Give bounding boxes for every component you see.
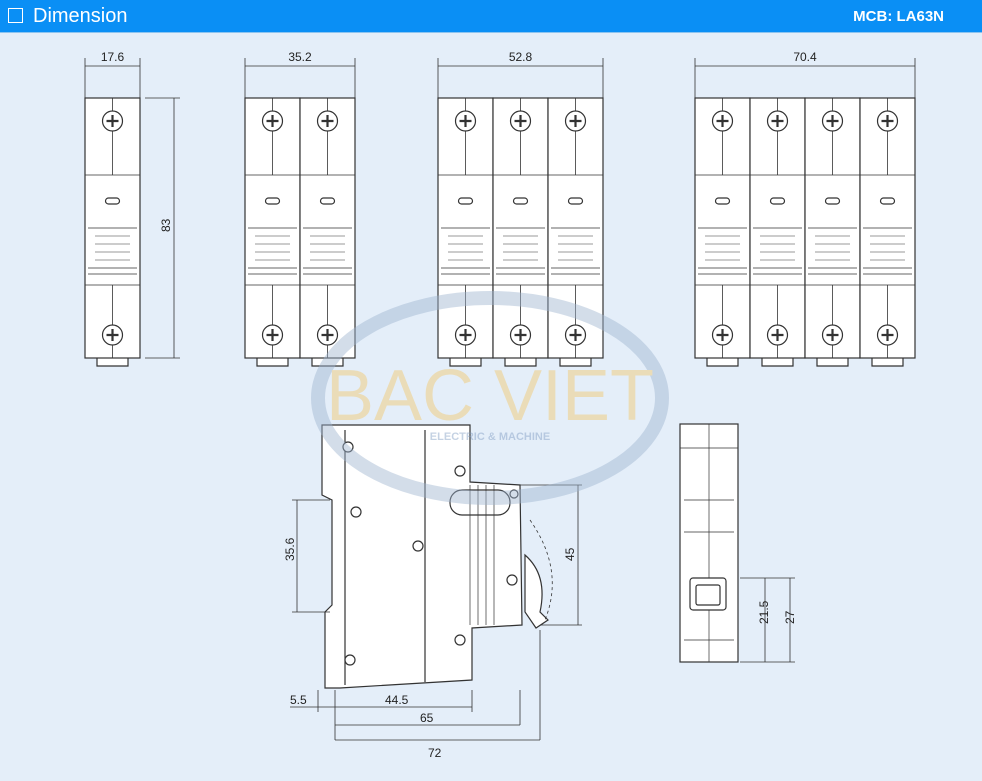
terminal-screw-icon	[821, 110, 844, 132]
width-dimension	[437, 58, 604, 98]
section-header: Dimension MCB: LA63N	[0, 0, 982, 33]
terminal-screw-icon	[766, 110, 789, 132]
width-dimension	[694, 58, 916, 98]
front-view-3-pole: 52.8	[437, 50, 604, 367]
pole	[694, 97, 751, 367]
front-view-2-pole: 35.2	[244, 50, 356, 367]
dim-depth1: 44.5	[385, 693, 409, 707]
width-label: 35.2	[288, 50, 312, 64]
pole	[492, 97, 549, 367]
width-dimension	[244, 58, 356, 98]
terminal-screw-icon	[509, 324, 532, 346]
terminal-screw-icon	[876, 110, 899, 132]
dim-toggle: 45	[563, 547, 577, 561]
terminal-screw-icon	[876, 324, 899, 346]
terminal-screw-icon	[101, 324, 124, 346]
model-label: MCB: LA63N	[853, 8, 944, 25]
pole	[299, 97, 356, 367]
watermark-brand: BAC VIET	[326, 356, 654, 436]
terminal-screw-icon	[564, 324, 587, 346]
pole	[244, 97, 301, 367]
dim-offset: 5.5	[290, 693, 307, 707]
dimension-drawing: 17.6 83 35.2 52.8 70.4 35.6 45 5.5 44.5 65 7…	[84, 50, 916, 760]
width-label: 52.8	[509, 50, 533, 64]
terminal-screw-icon	[821, 324, 844, 346]
watermark: BAC VIET ELECTRIC & MACHINE	[311, 291, 669, 505]
end-view: 21.5 27	[679, 423, 797, 663]
dim-depth3: 72	[428, 746, 442, 760]
section-title: Dimension	[33, 5, 128, 27]
watermark-tagline: ELECTRIC & MACHINE	[430, 431, 550, 443]
dim-inner: 21.5	[757, 600, 771, 624]
terminal-screw-icon	[261, 110, 284, 132]
dim-rail: 35.6	[283, 537, 297, 561]
side-view: 35.6 45 5.5 44.5 65 72	[283, 424, 582, 760]
terminal-screw-icon	[766, 324, 789, 346]
terminal-screw-icon	[454, 324, 477, 346]
terminal-screw-icon	[316, 110, 339, 132]
pole	[859, 97, 916, 367]
pole	[84, 97, 141, 367]
terminal-screw-icon	[316, 324, 339, 346]
width-dimension	[84, 58, 141, 98]
pole	[749, 97, 806, 367]
terminal-screw-icon	[509, 110, 532, 132]
height-label: 83	[159, 218, 173, 232]
front-views: 17.6 83 35.2 52.8 70.4	[84, 50, 916, 367]
terminal-screw-icon	[711, 324, 734, 346]
width-label: 70.4	[793, 50, 817, 64]
front-view-4-pole: 70.4	[694, 50, 916, 367]
terminal-screw-icon	[564, 110, 587, 132]
terminal-screw-icon	[454, 110, 477, 132]
terminal-screw-icon	[101, 110, 124, 132]
pole	[437, 97, 494, 367]
dim-depth2: 65	[420, 711, 434, 725]
checkbox-square-icon	[8, 8, 23, 23]
pole	[547, 97, 604, 367]
width-label: 17.6	[101, 50, 125, 64]
terminal-screw-icon	[711, 110, 734, 132]
pole	[804, 97, 861, 367]
dim-outer: 27	[783, 610, 797, 624]
terminal-screw-icon	[261, 324, 284, 346]
front-view-1-pole: 17.6 83	[84, 50, 180, 367]
